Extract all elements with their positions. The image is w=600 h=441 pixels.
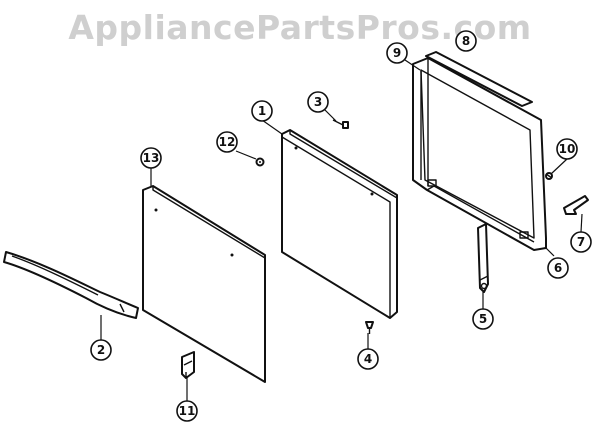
callout-12-label: 12 [219, 135, 236, 149]
callout-6: 6 [547, 257, 569, 279]
callout-1-label: 1 [258, 104, 266, 118]
callout-9-label: 9 [393, 46, 401, 60]
callout-3-label: 3 [314, 95, 322, 109]
callout-13-label: 13 [143, 151, 160, 165]
hinge-clip-part [563, 195, 589, 215]
callout-11: 11 [176, 400, 198, 422]
inner-door-panel-part [281, 129, 398, 319]
callout-10-label: 10 [559, 142, 576, 156]
bottom-screw-part [365, 321, 374, 334]
callout-7: 7 [570, 231, 592, 253]
gasket-part [425, 51, 533, 107]
bracket-part [181, 351, 195, 379]
callout-13: 13 [140, 147, 162, 169]
callout-12: 12 [216, 131, 238, 153]
leader-lines [100, 41, 583, 401]
door-frame-part [412, 57, 547, 251]
watermark: AppliancePartsPros.com [68, 8, 532, 47]
callout-3: 3 [307, 91, 329, 113]
callout-8: 8 [455, 30, 477, 52]
callout-1: 1 [251, 100, 273, 122]
callout-8-label: 8 [462, 34, 470, 48]
callout-4-label: 4 [364, 352, 372, 366]
callout-6-label: 6 [554, 261, 562, 275]
handle-part [3, 251, 139, 319]
screw-part [332, 119, 349, 129]
outer-door-panel-part [142, 185, 266, 383]
callout-11-label: 11 [179, 404, 196, 418]
nut-part [255, 157, 265, 167]
callout-5-label: 5 [479, 312, 487, 326]
frame-screw-part [545, 172, 553, 180]
callout-9: 9 [386, 42, 408, 64]
callout-10: 10 [556, 138, 578, 160]
callout-4: 4 [357, 348, 379, 370]
callout-5: 5 [472, 308, 494, 330]
callout-2: 2 [90, 339, 112, 361]
hinge-part [477, 223, 489, 293]
callout-7-label: 7 [577, 235, 585, 249]
callout-2-label: 2 [97, 343, 105, 357]
